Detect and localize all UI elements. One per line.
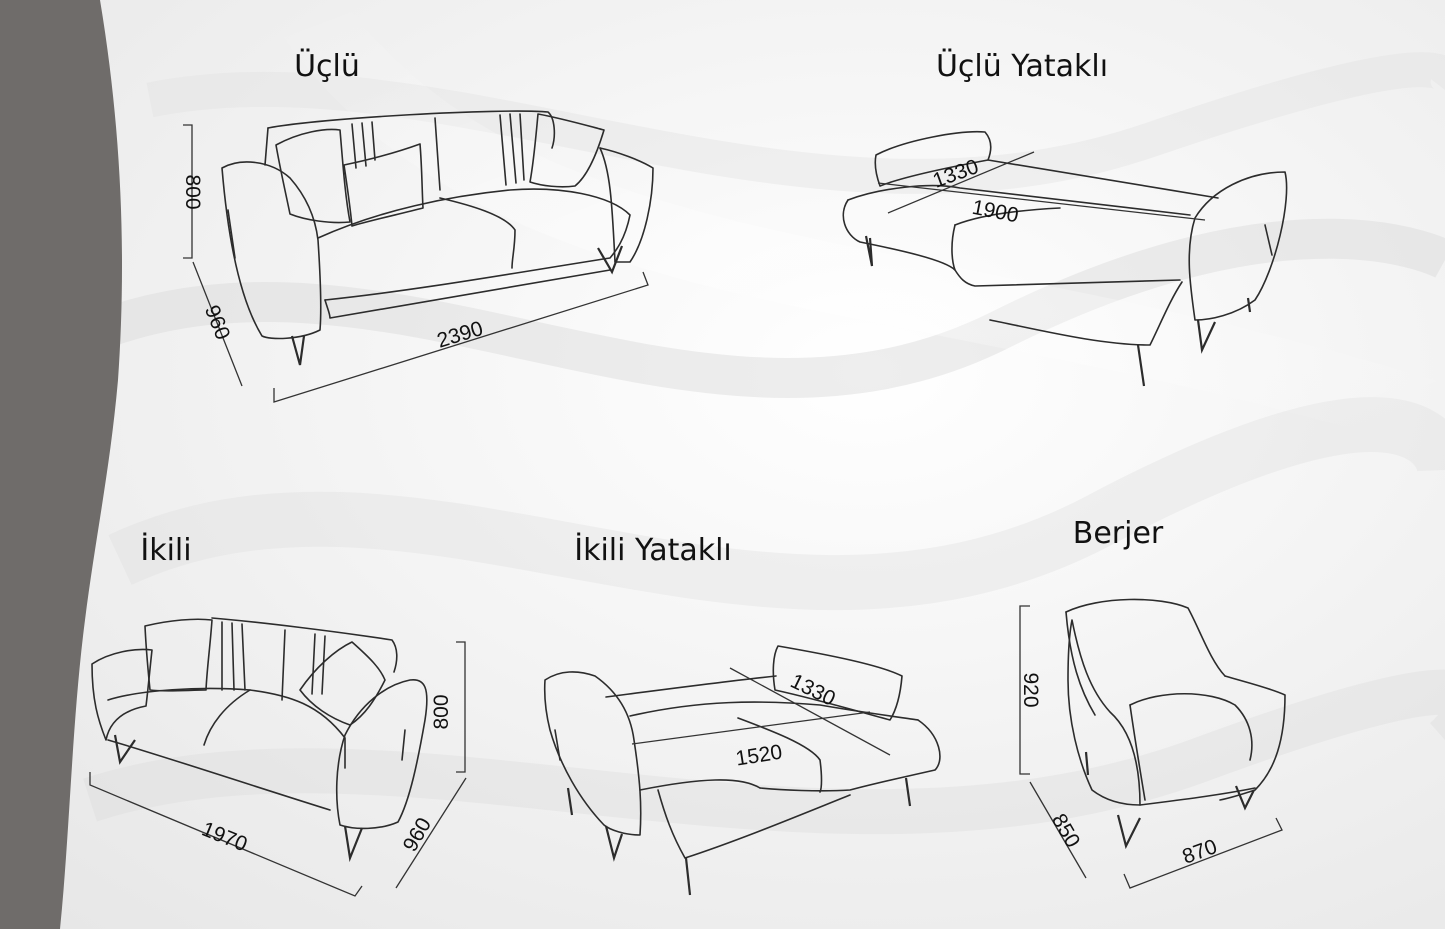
product-title: Berjer [1073, 516, 1164, 551]
dim-line-depth [192, 261, 243, 387]
dim-height: 800 [430, 694, 453, 729]
product-uclu: Üçlü 800 [181, 48, 654, 403]
dim-line-height [183, 124, 193, 259]
berjer-armchair-drawing [1065, 598, 1286, 850]
dim-line-width [89, 772, 363, 897]
ikili-sofa-drawing [91, 617, 428, 863]
uclu-sofa-drawing [221, 110, 654, 366]
dim-line-width [273, 271, 649, 403]
uclu-yatakli-bed-drawing [842, 130, 1288, 387]
product-title: Üçlü Yataklı [936, 48, 1108, 84]
silk-background [83, 0, 1445, 835]
dim-width: 870 [1179, 835, 1220, 869]
dim-line-depth [1029, 781, 1087, 879]
product-berjer: Berjer 920 850 870 [1019, 516, 1286, 889]
dim-bed-length: 1900 [970, 196, 1020, 227]
product-ikili-yatakli: İkili Yataklı 1330 1520 [543, 532, 941, 896]
dim-height: 920 [1019, 672, 1042, 707]
dim-line-width [1123, 817, 1283, 889]
product-title: Üçlü [294, 48, 360, 84]
dim-width: 1970 [198, 818, 250, 857]
ikili-yatakli-bed-drawing [543, 645, 941, 896]
product-title: İkili [140, 532, 191, 568]
dim-depth: 960 [399, 814, 436, 856]
side-panel [0, 0, 123, 929]
product-ikili: İkili 1970 800 960 [89, 532, 467, 897]
product-title: İkili Yataklı [574, 532, 732, 568]
product-uclu-yatakli: Üçlü Yataklı 1330 1900 [842, 48, 1288, 387]
dim-line-height [456, 641, 466, 773]
dim-height: 800 [181, 174, 204, 209]
dim-line-height [1019, 605, 1030, 775]
dim-line-depth [395, 777, 467, 889]
dim-bed-length: 1520 [734, 741, 784, 771]
